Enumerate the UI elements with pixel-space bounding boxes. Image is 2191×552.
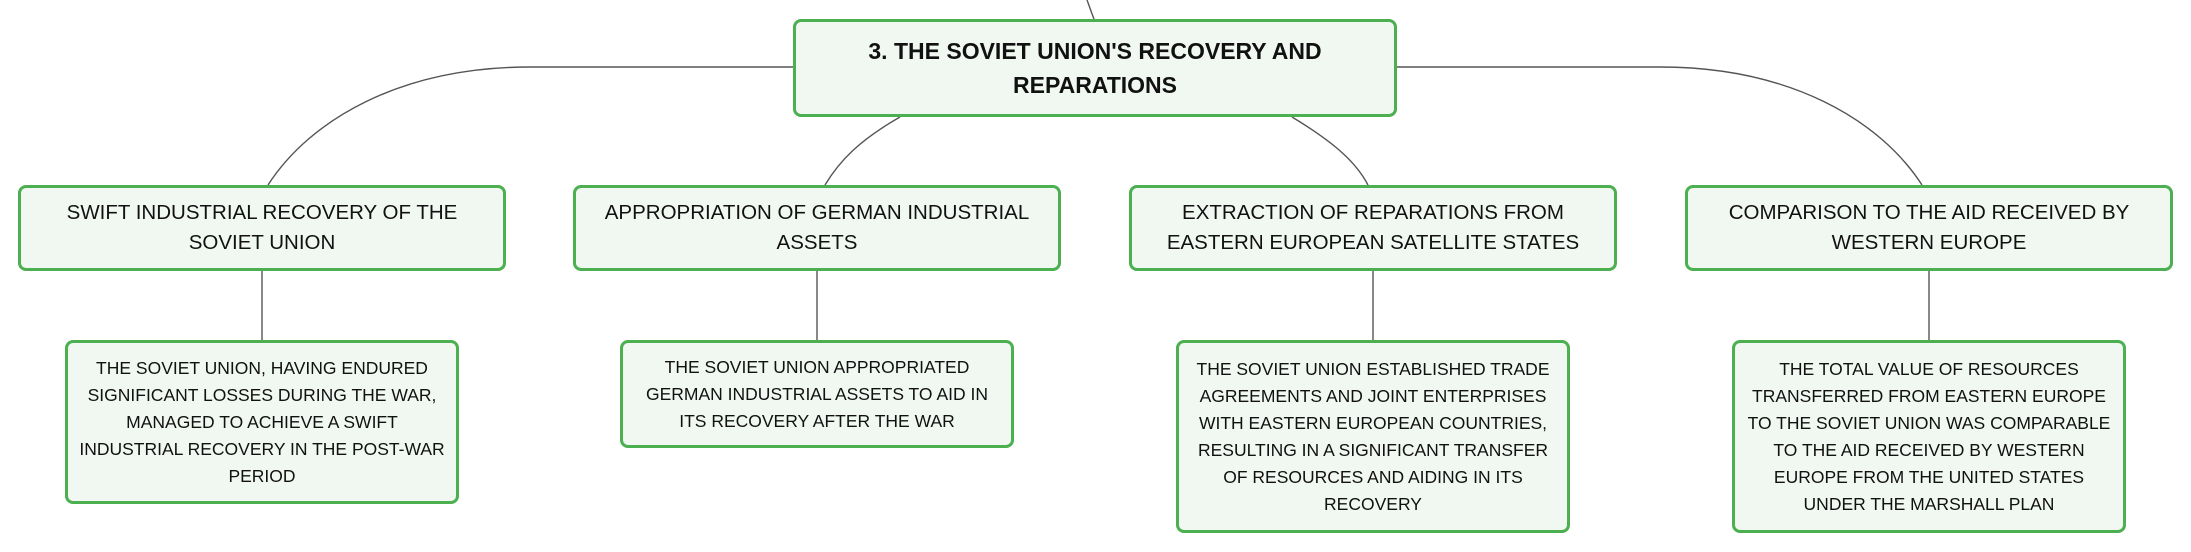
detail-node-swift-industrial-recovery[interactable]: THE SOVIET UNION, HAVING ENDURED SIGNIFI…: [65, 340, 459, 504]
connector-root-to-branch-1: [267, 66, 793, 186]
branch-topic-label: EXTRACTION OF REPARATIONS FROM EASTERN E…: [1166, 201, 1580, 254]
detail-node-western-europe-aid-comparison[interactable]: THE TOTAL VALUE OF RESOURCES TRANSFERRED…: [1732, 340, 2126, 533]
detail-node-text: THE SOVIET UNION APPROPRIATED GERMAN IND…: [646, 356, 988, 431]
detail-node-eastern-european-reparations[interactable]: THE SOVIET UNION ESTABLISHED TRADE AGREE…: [1176, 340, 1570, 533]
branch-topic-german-industrial-assets[interactable]: APPROPRIATION OF GERMAN INDUSTRIAL ASSET…: [573, 185, 1061, 271]
root-topic[interactable]: 3. THE SOVIET UNION'S RECOVERY AND REPAR…: [793, 19, 1397, 117]
detail-node-text: THE SOVIET UNION, HAVING ENDURED SIGNIFI…: [79, 357, 445, 486]
branch-topic-label: APPROPRIATION OF GERMAN INDUSTRIAL ASSET…: [604, 201, 1030, 254]
connector-root-to-branch-2: [824, 116, 901, 186]
branch-topic-label: SWIFT INDUSTRIAL RECOVERY OF THE SOVIET …: [66, 201, 458, 254]
detail-node-text: THE TOTAL VALUE OF RESOURCES TRANSFERRED…: [1747, 358, 2111, 514]
branch-topic-label: COMPARISON TO THE AID RECEIVED BY WESTER…: [1728, 201, 2130, 254]
connector-root-to-branch-3: [1291, 116, 1369, 186]
connector-parent-to-root: [1086, 0, 1095, 20]
branch-topic-swift-industrial-recovery[interactable]: SWIFT INDUSTRIAL RECOVERY OF THE SOVIET …: [18, 185, 506, 271]
detail-node-german-industrial-assets[interactable]: THE SOVIET UNION APPROPRIATED GERMAN IND…: [620, 340, 1014, 448]
branch-topic-western-europe-aid-comparison[interactable]: COMPARISON TO THE AID RECEIVED BY WESTER…: [1685, 185, 2173, 271]
connector-root-to-branch-4: [1397, 66, 1923, 186]
branch-topic-eastern-european-reparations[interactable]: EXTRACTION OF REPARATIONS FROM EASTERN E…: [1129, 185, 1617, 271]
root-topic-label: 3. THE SOVIET UNION'S RECOVERY AND REPAR…: [868, 38, 1322, 98]
detail-node-text: THE SOVIET UNION ESTABLISHED TRADE AGREE…: [1196, 358, 1550, 514]
